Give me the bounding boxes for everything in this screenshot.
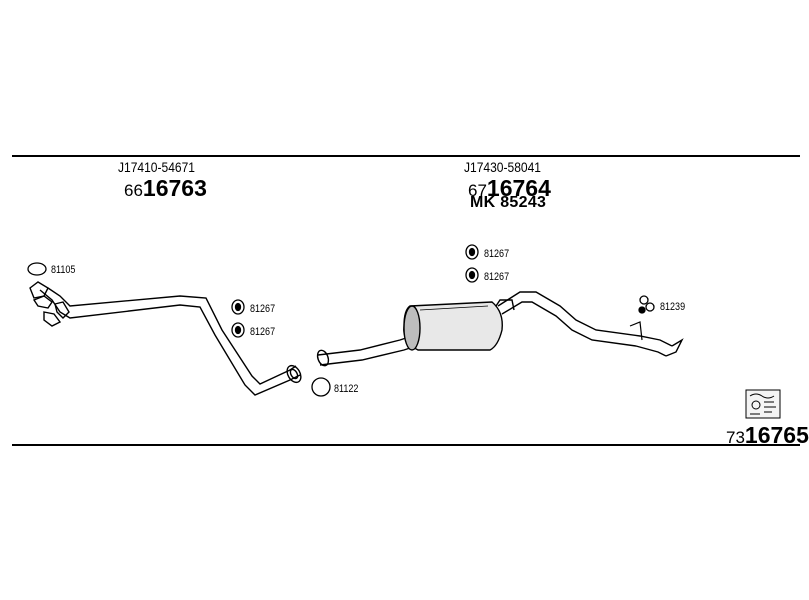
rubber-81267-shape-l2 xyxy=(231,322,245,338)
callout-81267-l1: 81267 xyxy=(250,303,276,315)
callout-81105: 81105 xyxy=(51,264,76,276)
clamp-81239-shape xyxy=(638,295,655,314)
front-pipe-prefix: 66 xyxy=(124,181,143,200)
rubber-81267-shape-r1 xyxy=(465,244,479,260)
callout-81267-r2: 81267 xyxy=(484,271,510,283)
kit-prefix: 73 xyxy=(726,428,745,447)
rear-silencer-prefix: 67 xyxy=(468,181,487,200)
front-pipe-ref: J17410-54671 xyxy=(118,159,195,175)
rubber-81267-shape-l1 xyxy=(231,299,245,315)
kit-number: 16765 xyxy=(744,422,809,448)
catalog-book-icon xyxy=(745,389,781,419)
callout-81122: 81122 xyxy=(334,383,359,395)
kit-part-number: 7316765 xyxy=(726,424,809,447)
rear-silencer-mk: MK 85243 xyxy=(470,194,547,211)
front-pipe-drawing xyxy=(29,281,302,396)
rear-silencer-drawing xyxy=(316,291,684,367)
rear-silencer-ref: J17430-58041 xyxy=(464,159,541,175)
rubber-81267-shape-r2 xyxy=(465,267,479,283)
ring-81122-shape xyxy=(311,377,331,397)
callout-81267-l2: 81267 xyxy=(250,326,276,338)
front-pipe-part-number: 6616763 xyxy=(124,177,207,200)
rear-silencer-part-number: 6716764 xyxy=(468,177,551,200)
callout-81267-r1: 81267 xyxy=(484,248,510,260)
callout-parts xyxy=(27,244,655,397)
front-pipe-number: 16763 xyxy=(142,175,207,201)
ring-81105-shape xyxy=(27,262,47,276)
rear-silencer-number: 16764 xyxy=(486,175,551,201)
callout-81239: 81239 xyxy=(660,301,686,313)
